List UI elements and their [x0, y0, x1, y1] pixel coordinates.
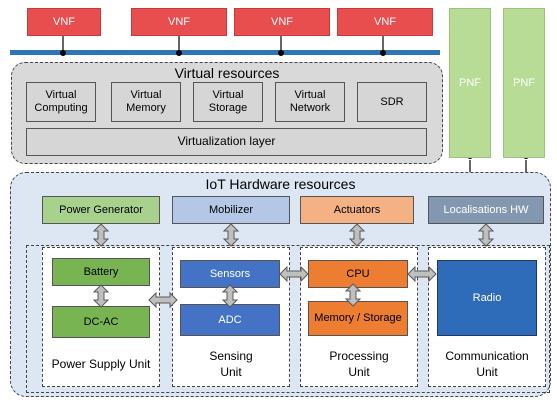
power-supply-unit-label: Power Supply Unit — [51, 356, 151, 371]
double-arrow-horizontal-icon — [407, 266, 437, 282]
pnf-box-2: PNF — [503, 8, 545, 158]
sensing-unit-label: Sensing Unit — [209, 348, 253, 379]
connector-dot — [176, 50, 182, 56]
virtual-memory-box: Virtual Memory — [111, 82, 181, 122]
sensors-box: Sensors — [180, 260, 280, 288]
double-arrow-vertical-icon — [93, 284, 109, 308]
connector-dot — [380, 50, 386, 56]
vnf-box-3: VNF — [234, 8, 330, 36]
actuators-box: Actuators — [300, 196, 414, 224]
pnf-box-1: PNF — [449, 8, 491, 158]
double-arrow-horizontal-icon — [148, 292, 178, 308]
connector-dot — [60, 50, 66, 56]
vnf-box-2: VNF — [131, 8, 227, 36]
localisations-hw-box: Localisations HW — [428, 196, 544, 224]
double-arrow-vertical-icon — [345, 283, 361, 307]
double-arrow-vertical-icon — [223, 223, 239, 247]
memory-storage-box: Memory / Storage — [308, 301, 408, 336]
double-arrow-vertical-icon — [478, 223, 494, 247]
battery-box: Battery — [52, 258, 150, 286]
iot-hardware-title: IoT Hardware resources — [205, 176, 356, 192]
power-generator-box: Power Generator — [42, 196, 160, 224]
double-arrow-vertical-icon — [349, 223, 365, 247]
radio-box: Radio — [437, 260, 537, 336]
vnf-box-4: VNF — [337, 8, 433, 36]
virtualization-layer-box: Virtualization layer — [26, 128, 427, 156]
double-arrow-vertical-icon — [93, 223, 109, 247]
connector-dot — [278, 50, 284, 56]
virtual-storage-box: Virtual Storage — [193, 82, 263, 122]
processing-unit-label: Processing Unit — [329, 348, 389, 379]
double-arrow-horizontal-icon — [279, 266, 309, 282]
vnf-box-1: VNF — [27, 8, 101, 36]
virtual-resources-title: Virtual resources — [174, 65, 280, 81]
mobilizer-box: Mobilizer — [172, 196, 290, 224]
double-arrow-vertical-icon — [222, 284, 238, 308]
vnf-bus — [10, 50, 440, 55]
virtual-computing-box: Virtual Computing — [26, 82, 96, 122]
units-container — [26, 245, 550, 393]
communication-unit-label: Communication Unit — [445, 348, 529, 379]
cpu-box: CPU — [308, 260, 408, 288]
virtual-network-box: Virtual Network — [275, 82, 345, 122]
sdr-box: SDR — [357, 82, 427, 122]
